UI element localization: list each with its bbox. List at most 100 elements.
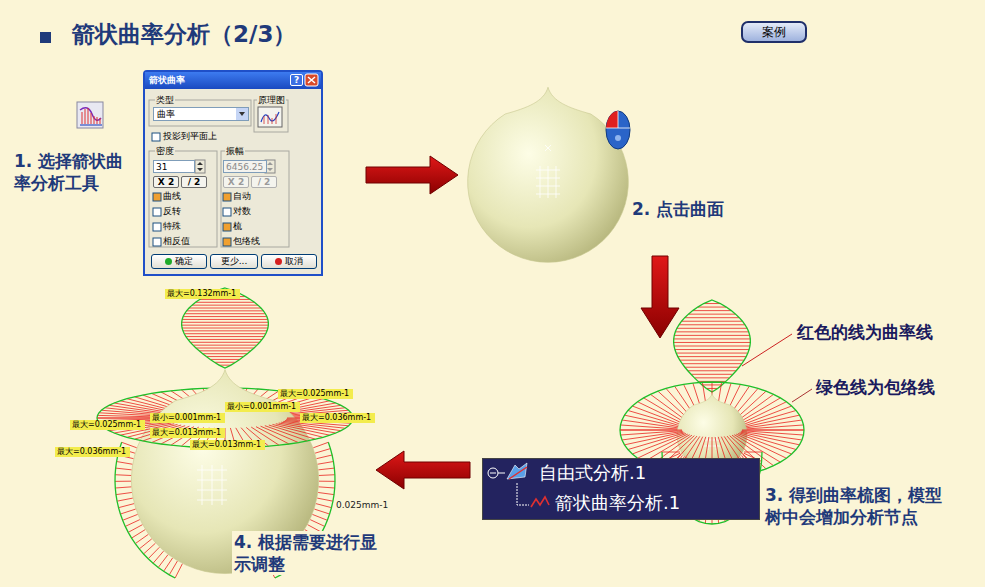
dialog-chrome [153, 208, 161, 216]
value-tag: 最小=0.001mm-1 [150, 413, 225, 423]
curvature-comb [694, 377, 729, 378]
case-button: 案例 [741, 21, 807, 43]
node-text: 箭状曲率分析.1 [555, 492, 680, 514]
curvature-comb [698, 307, 727, 308]
dropdown-arrow [239, 112, 245, 116]
dialog-chrome [305, 74, 318, 86]
surface-pear [545, 145, 551, 151]
curvature-comb [132, 530, 146, 538]
node-text: 自由式分析.1 [539, 462, 646, 484]
value-tag: 最小=0.001mm-1 [225, 402, 300, 412]
curvature-comb [674, 342, 751, 343]
curvature-comb [313, 442, 328, 447]
mouse-icon [606, 111, 618, 128]
model-tree-panel: 自由式分析.1 箭状曲率分析.1 [482, 458, 760, 520]
step-caption: 4. 根据需要进行显示调整 [232, 531, 386, 575]
curvature-comb [319, 474, 335, 476]
curvature-comb [128, 525, 142, 533]
help-button: ? [290, 74, 303, 86]
node-text: 最大=0.013mm-1 [192, 440, 261, 449]
dialog-chrome [197, 162, 203, 171]
curvature-comb [315, 449, 330, 454]
value-tag: 最大=0.036mm-1 [300, 413, 375, 423]
node-text: X 2 [158, 177, 174, 187]
annotation: 红色的线为曲率线 [797, 321, 933, 343]
node-text: 包络线 [233, 236, 260, 247]
node-text: / 2 [188, 177, 201, 187]
ok-button: 确定 [151, 254, 207, 269]
curvature-comb [139, 539, 151, 549]
leader-line [792, 389, 812, 402]
curvature-comb [738, 406, 792, 427]
curvature-comb [210, 359, 239, 360]
dropdown-arrow [236, 108, 248, 120]
mouse-icon [615, 135, 621, 141]
node-text: 振幅 [225, 146, 245, 157]
curvature-comb [662, 452, 680, 453]
curvature-comb [117, 498, 133, 501]
dialog-chrome [221, 151, 289, 247]
curvature-comb [116, 468, 132, 470]
value-tag: 最大=0.132mm-1 [165, 289, 240, 299]
curvature-comb [199, 350, 251, 351]
node-text: ? [294, 75, 299, 85]
curvature-comb [312, 514, 327, 520]
curvature-comb [679, 324, 745, 325]
tool-icon [77, 102, 103, 128]
curvature-comb [742, 425, 804, 429]
node-text: 最大=0.036mm-1 [302, 413, 371, 422]
less-button: 更少... [210, 254, 258, 269]
curvature-comb [677, 328, 747, 329]
dialog-chrome [223, 193, 231, 201]
dialog-chrome [264, 114, 276, 124]
dialog-chrome [153, 223, 161, 231]
value-tag: 最大=0.013mm-1 [150, 428, 225, 438]
curvature-comb [115, 487, 131, 488]
node-text: 最大=0.132mm-1 [167, 289, 236, 298]
curvature-comb [115, 442, 175, 578]
curvature-comb [691, 374, 733, 375]
node-text: 最大=0.036mm-1 [57, 447, 126, 456]
curvature-comb [175, 564, 182, 578]
curvature-comb [676, 353, 748, 354]
curvature-comb [620, 430, 682, 431]
curvature-comb [193, 345, 257, 346]
node-text: 6456.25 [226, 162, 263, 172]
amplitude-field: 6456.25 [223, 160, 267, 173]
curvature-comb [116, 492, 132, 494]
dialog-chrome [149, 151, 217, 247]
node-text: 取消 [285, 255, 303, 268]
curvature-comb [119, 504, 134, 508]
curvature-comb [115, 474, 131, 476]
curvature-comb [261, 426, 299, 442]
dialog-chrome [152, 133, 160, 141]
annotation: 绿色线为包络线 [816, 376, 935, 398]
curvature-comb [200, 299, 251, 300]
curvature-comb [678, 356, 746, 357]
multiply-button: X 2 [223, 176, 249, 188]
curvature-comb [182, 325, 269, 326]
curvature-comb [744, 452, 762, 453]
curvature-comb [318, 462, 334, 465]
surface-pear [536, 166, 560, 198]
curvature-comb [190, 342, 259, 343]
curvature-comb [317, 455, 333, 459]
curvature-comb [674, 338, 751, 339]
dropdown-arrow [236, 108, 248, 120]
node-text: 自动 [233, 191, 251, 202]
curvature-comb [318, 468, 334, 470]
curvature-comb [192, 305, 258, 306]
tool-icon [77, 102, 103, 128]
title-bullet [40, 32, 51, 43]
curvature-comb [675, 331, 748, 332]
curvature-comb [265, 426, 307, 441]
curvature-comb [685, 317, 740, 318]
node-text: 案例 [762, 24, 786, 41]
curvature-comb [688, 314, 735, 315]
density-field: 31 [153, 160, 195, 173]
mouse-icon [606, 111, 630, 128]
dialog-chrome [145, 72, 321, 89]
node-text: 对数 [233, 206, 251, 217]
step-caption: 2. 点击曲面 [632, 198, 724, 220]
curvature-comb [115, 481, 131, 482]
